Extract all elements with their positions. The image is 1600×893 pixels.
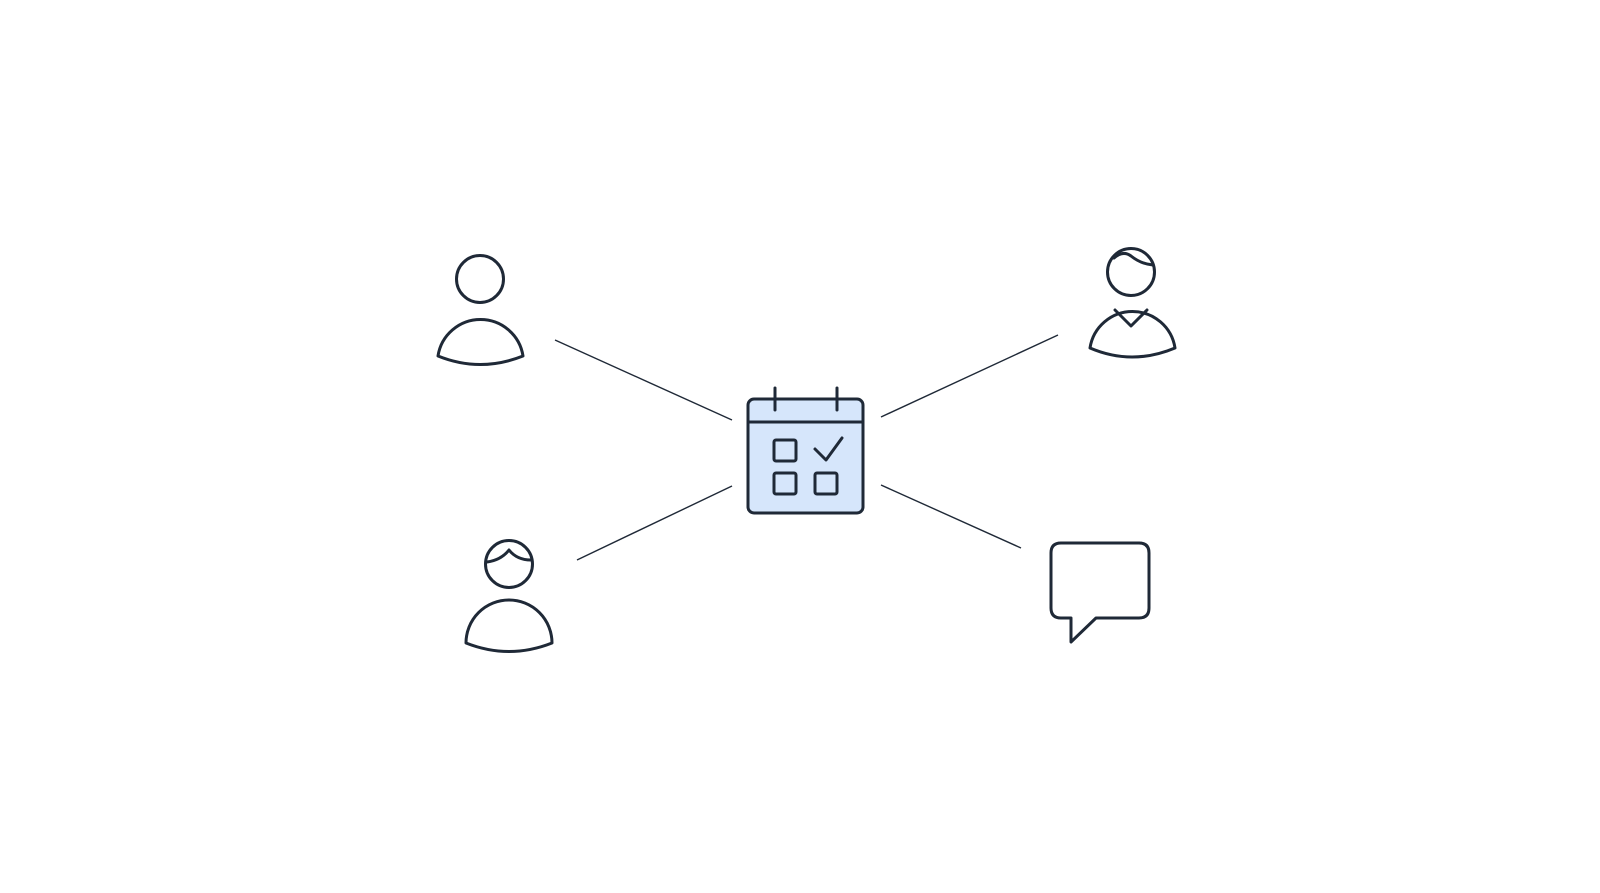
user-with-hair-icon xyxy=(464,539,554,653)
calendar-check-icon xyxy=(746,386,865,515)
connector-bottom-left xyxy=(576,485,733,561)
connector-bottom-right xyxy=(880,484,1022,549)
connector-top-right xyxy=(880,334,1059,418)
connector-top-left xyxy=(554,339,733,421)
speech-bubble-icon xyxy=(1049,541,1151,644)
user-with-collar-icon xyxy=(1088,247,1177,359)
connectors xyxy=(554,334,1059,561)
user-icon xyxy=(436,254,525,366)
